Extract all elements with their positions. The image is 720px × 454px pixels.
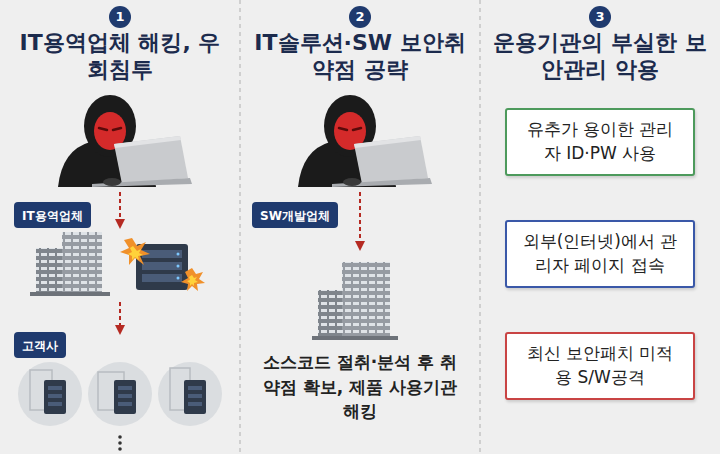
vendor-buildings — [30, 232, 110, 296]
continuation-dots-part — [118, 447, 122, 451]
box-text: 최신 보안패치 미적용 S/W공격 — [522, 342, 678, 390]
client-circle-part — [188, 386, 202, 390]
entity-tag: SW개발업체 — [252, 202, 338, 228]
client-circle-part — [48, 402, 62, 406]
client-circle-part — [118, 402, 132, 406]
weakness-box: 유추가 용이한 관리자 ID·PW 사용 — [505, 108, 695, 176]
client-circle-part — [114, 380, 136, 414]
client-circle — [18, 362, 82, 426]
vendor-buildings-part — [62, 232, 102, 294]
client-circle-part — [48, 394, 62, 398]
number-circle-fill — [109, 6, 131, 28]
developer-building-part — [312, 336, 398, 340]
number-circle-fill — [349, 6, 371, 28]
client-circle-part — [118, 386, 132, 390]
client-circle-part — [184, 380, 206, 414]
client-circle — [88, 362, 152, 426]
developer-building-part — [342, 262, 390, 338]
hacked-server-part — [177, 277, 180, 280]
tag-text: IT용역업체 — [22, 209, 83, 223]
step-number: 2 — [349, 6, 371, 28]
tag-text: SW개발업체 — [260, 209, 330, 223]
client-circle-part — [118, 394, 132, 398]
weakness-box: 최신 보안패치 미적용 S/W공격 — [505, 332, 695, 400]
callout-number: 3 — [589, 6, 611, 28]
number-circle-fill — [589, 6, 611, 28]
column-divider-part — [239, 0, 240, 454]
vendor-buildings-part — [30, 292, 110, 296]
hacked-server-part — [181, 268, 205, 291]
hacker-figure — [58, 95, 192, 187]
client-circle-part — [44, 380, 66, 414]
attack-arrow-part — [119, 302, 121, 330]
attack-arrow-part — [119, 192, 121, 224]
tag-text: 고객사 — [22, 339, 58, 353]
client-circle — [158, 362, 222, 426]
hacked-server-part — [177, 253, 180, 256]
entity-tag: IT용역업체 — [14, 202, 91, 228]
step-number: 3 — [589, 6, 611, 28]
developer-building — [312, 262, 398, 340]
box-text: 외부(인터넷)에서 관리자 페이지 접속 — [522, 230, 678, 278]
client-circle-part — [18, 362, 82, 426]
hacker-figure — [298, 95, 432, 187]
vendor-buildings-part — [62, 232, 102, 294]
continuation-dots — [118, 435, 122, 451]
column-title: IT용역업체 해킹, 우회침투 — [10, 30, 230, 84]
column-title: IT솔루션·SW 보안취약점 공략 — [250, 30, 470, 84]
hacked-server-part — [136, 244, 188, 290]
hacked-server-part — [120, 238, 150, 265]
hacked-server-part — [128, 246, 143, 260]
client-circle-part — [88, 362, 152, 426]
continuation-dots-part — [118, 435, 122, 439]
client-circle-part — [158, 362, 222, 426]
step-number: 1 — [109, 6, 131, 28]
weakness-box: 외부(인터넷)에서 관리자 페이지 접속 — [505, 220, 695, 288]
column-divider — [240, 0, 480, 454]
callout-number: 1 — [109, 6, 131, 28]
hacked-server — [120, 238, 205, 291]
developer-building-part — [342, 262, 390, 338]
client-circle-part — [188, 394, 202, 398]
callout-number: 2 — [349, 6, 371, 28]
client-circle-part — [188, 402, 202, 406]
entity-tag: 고객사 — [14, 332, 66, 358]
hacked-server-part — [177, 265, 180, 268]
description-text: 소스코드 절취·분석 후 취약점 확보, 제품 사용기관 해킹 — [260, 350, 460, 424]
client-circle-part — [48, 386, 62, 390]
box-text: 유추가 용이한 관리자 ID·PW 사용 — [522, 118, 678, 166]
attack-arrow-part — [359, 192, 361, 246]
hacked-server-part — [142, 274, 182, 282]
hacked-server-part — [187, 275, 198, 286]
hacked-server-part — [142, 262, 182, 270]
column-title: 운용기관의 부실한 보안관리 악용 — [490, 30, 710, 84]
column-divider-part — [479, 0, 480, 454]
continuation-dots-part — [118, 441, 122, 445]
